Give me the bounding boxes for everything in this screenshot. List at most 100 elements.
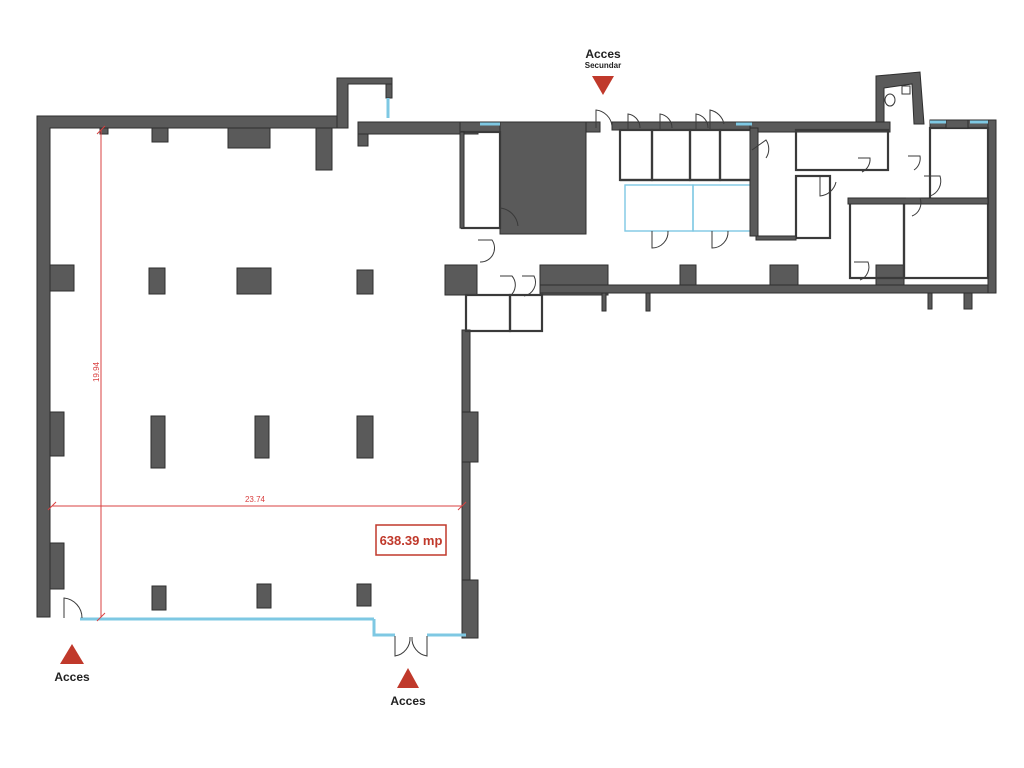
pillar [356,415,374,459]
dimension-vertical-tick-top [96,125,106,135]
left-buttress-1 [49,264,75,292]
door [651,230,669,249]
left-buttress-2 [49,411,65,457]
access-top-label: Acces [585,47,621,61]
top-notch-2 [227,127,271,149]
dimension-lines: 19.94 23.74 [47,125,467,622]
small-room-1 [464,293,512,333]
top-wall [36,115,346,618]
door-bottom-left [63,597,83,619]
stair-core [499,121,587,235]
office-4 [718,128,754,182]
wc-wall [875,71,925,125]
right-bottom-notch-2 [769,264,799,286]
pillar [148,267,166,295]
access-top: Acces Secundar [585,47,621,95]
pillar [256,583,272,609]
door [908,155,921,171]
office-2 [650,128,692,182]
right-top-wall-2 [611,121,753,131]
right-bottom-stub-1 [601,292,607,312]
toilet-icon [884,93,896,107]
right-bottom-stub-2 [645,292,651,312]
door [695,113,709,130]
door [751,139,770,159]
door [858,157,871,173]
door [478,239,495,263]
right-wing-walls [444,71,997,333]
door [924,175,942,197]
dimension-horizontal-tick-left [47,501,57,511]
right-bottom-stub-3 [927,292,933,310]
pillar [254,415,270,459]
pillar [236,267,272,295]
sink-icon [901,85,911,95]
door [627,113,641,130]
dimension-vertical-label: 19.94 [92,361,101,382]
access-top-sublabel: Secundar [585,61,621,70]
main-hall-walls [36,77,479,639]
dimension-horizontal-label: 23.74 [245,495,266,504]
glass-room-2 [692,184,752,232]
windows [386,98,988,126]
pillar [150,415,166,469]
left-buttress-3 [49,542,65,590]
right-bottom-notch-3 [875,264,905,286]
door [906,197,922,217]
double-door-bottom [394,636,428,657]
access-left-label: Acces [54,670,90,684]
door [659,113,673,130]
hall-right-buttress-2 [461,579,479,639]
access-bottom-label: Acces [390,694,426,708]
glass-room-1 [624,184,694,232]
access-bottom: Acces [390,668,426,708]
access-arrow-up-icon [60,644,84,664]
wc-block [945,119,969,129]
door [499,207,519,228]
area-label: 638.39 mp [375,524,447,556]
glass-facade-step [372,619,395,637]
dimension-horizontal-tick-right [457,501,467,511]
door [711,230,729,249]
door [522,275,536,297]
door [819,176,837,197]
door [595,109,613,128]
glass-front [63,597,466,657]
right-bottom-notch-1 [679,264,697,286]
small-room-2 [508,293,544,333]
access-left: Acces [54,644,90,684]
room-left-of-stair [460,130,502,230]
room-wall-left [459,131,465,229]
pillar [356,583,372,607]
tower-wall [336,77,393,129]
door [500,275,516,297]
office-1 [618,128,654,182]
office-3 [688,128,722,182]
right-block-wall [749,127,759,237]
corridor-block [444,264,478,296]
right-end-wall [987,119,997,294]
doors-right-wing [478,109,942,297]
dimension-vertical-tick-bottom [96,612,106,622]
hall-right-buttress-1 [461,411,479,463]
pillar [151,585,167,611]
room-divider [847,197,989,205]
area-value: 638.39 mp [380,533,443,548]
room-r2 [794,174,832,240]
room-r1 [794,128,890,172]
pillar [356,269,374,295]
right-top-wall-3 [749,121,891,133]
tower-right-wall [385,83,393,99]
access-arrow-down-icon [592,76,614,95]
right-bottom-stub-4 [963,292,973,310]
right-bottom-wall [539,284,996,294]
pillars [148,267,374,611]
top-notch-1 [151,127,169,143]
wc-fixtures [884,85,911,107]
door [709,109,725,130]
area-box [375,524,447,556]
door [854,261,870,281]
top-notch-3 [315,127,333,171]
access-arrow-up-icon [397,668,419,688]
